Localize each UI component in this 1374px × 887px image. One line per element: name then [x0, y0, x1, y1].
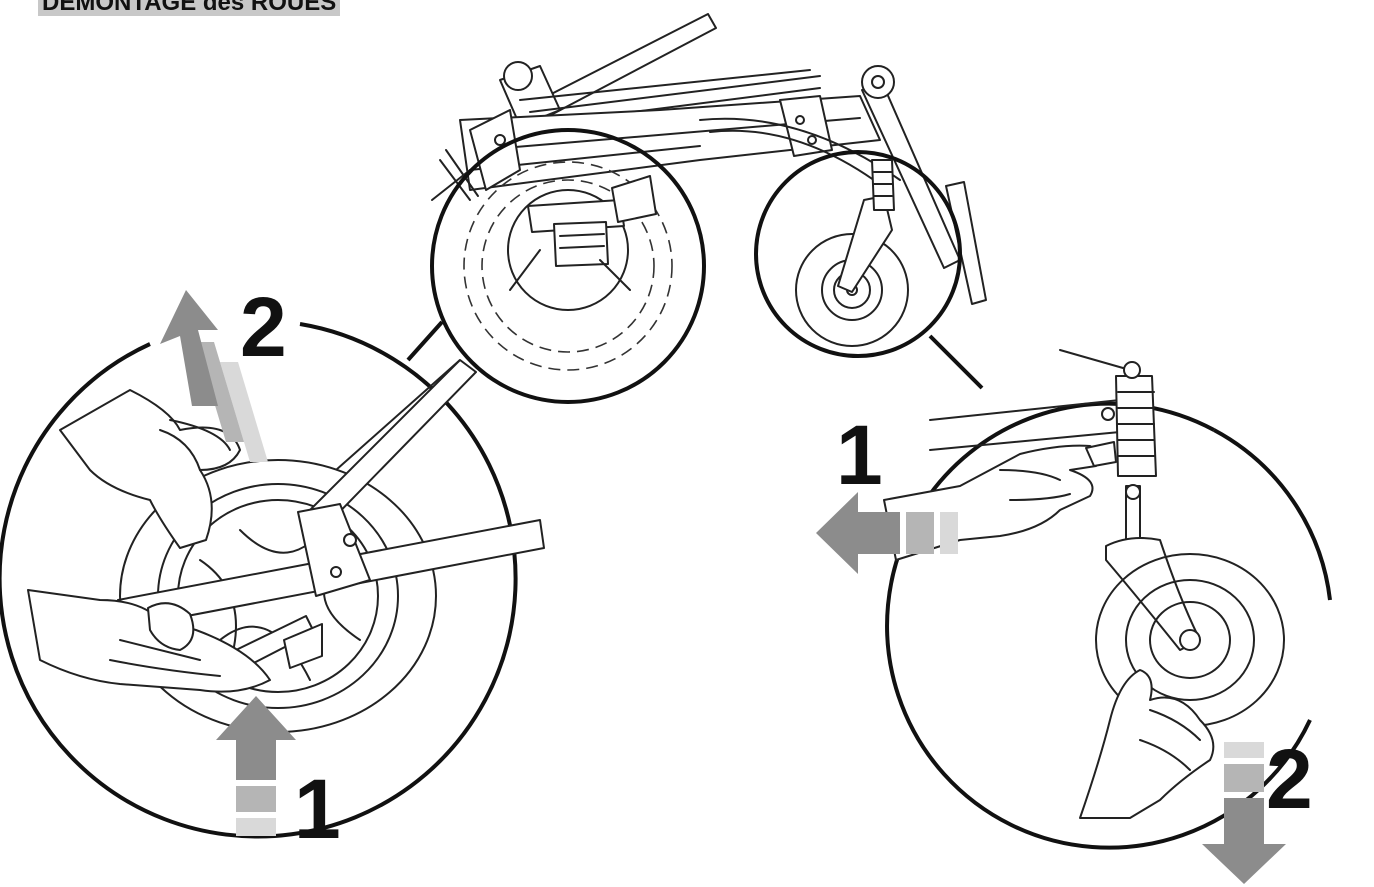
arrow-release-rear-lever: [216, 696, 296, 836]
arrow-remove-caster: [1202, 742, 1286, 884]
step-number-rear-remove: 2: [240, 280, 287, 374]
page-title: DEMONTAGE des ROUES: [38, 0, 341, 16]
rear-wheel-detail: [0, 322, 545, 839]
rear-callout-line: [406, 320, 444, 362]
arrow-remove-rear-wheel: [160, 290, 268, 462]
arrow-release-caster-lever: [816, 492, 958, 574]
caster-detail: [883, 349, 1332, 850]
step-number-caster-release: 1: [836, 408, 883, 502]
caster-callout-line: [928, 334, 984, 390]
step-number-rear-release: 1: [294, 762, 341, 856]
wheelchair-frame-illustration: [430, 13, 987, 404]
step-number-caster-remove: 2: [1266, 732, 1313, 826]
